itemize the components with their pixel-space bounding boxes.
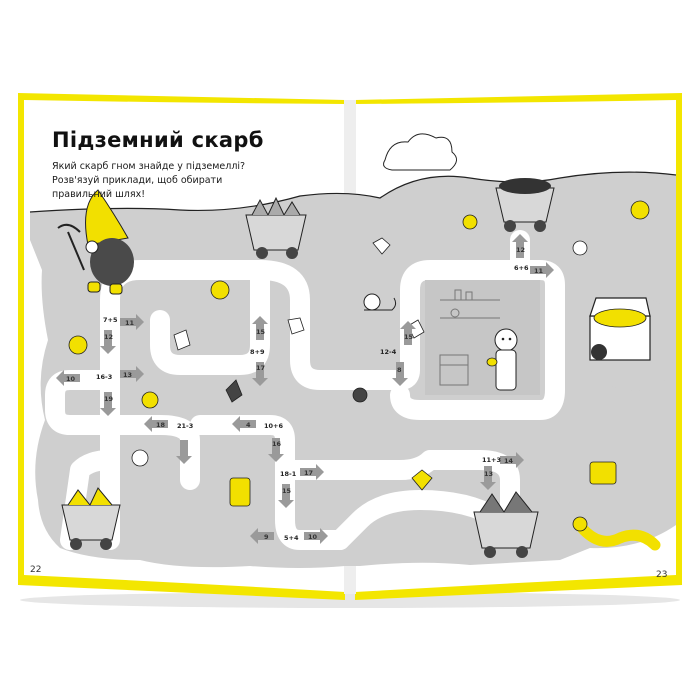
page-instructions: Який скарб гном знайде у підземеллі? Роз… bbox=[52, 161, 246, 200]
arrow-number: 13 bbox=[484, 470, 494, 478]
arrow-number: 11 bbox=[125, 319, 135, 327]
arrow-number: 13 bbox=[123, 371, 133, 379]
cart-bottom-right bbox=[473, 491, 539, 558]
cat-figure bbox=[486, 328, 518, 391]
kitchen-room bbox=[425, 280, 540, 395]
snail bbox=[363, 293, 397, 311]
book-shadow bbox=[20, 592, 680, 608]
arrow-number: 18 bbox=[156, 421, 166, 429]
treasure-chest bbox=[589, 297, 651, 361]
expression-label: 21-3 bbox=[177, 422, 194, 430]
arrow-number: 9 bbox=[264, 533, 269, 541]
arrow-number: 15 bbox=[282, 487, 292, 495]
worm bbox=[572, 516, 661, 551]
cart-top-left bbox=[245, 196, 307, 259]
tunnels bbox=[45, 230, 565, 550]
gems bbox=[68, 200, 650, 507]
arrow-number: 12 bbox=[516, 246, 526, 254]
arrow-number: 16 bbox=[272, 440, 282, 448]
arrow-number: 17 bbox=[304, 469, 314, 477]
page-number-right: 23 bbox=[656, 570, 668, 580]
page-number-left: 22 bbox=[30, 565, 42, 575]
expression-label: 11+3 bbox=[482, 456, 502, 464]
arrow-number: 12 bbox=[104, 333, 114, 341]
arrow-number: 11 bbox=[534, 267, 544, 275]
arrow-number: 10 bbox=[66, 375, 76, 383]
arrow-number: 10 bbox=[308, 533, 318, 541]
cart-bottom-left bbox=[61, 487, 121, 550]
expression-label: 18-1 bbox=[280, 470, 297, 478]
expression-label: 8+9 bbox=[250, 348, 265, 356]
arrow-number: 19 bbox=[104, 395, 114, 403]
page-title: Підземний скарб bbox=[52, 128, 264, 152]
arrow-number: 17 bbox=[256, 364, 266, 372]
gnome-figure bbox=[57, 189, 134, 295]
path-arrows bbox=[56, 234, 554, 544]
arrow-number: 15 bbox=[256, 328, 266, 336]
bush bbox=[383, 133, 457, 171]
expression-label: 12-4 bbox=[380, 348, 397, 356]
expression-label: 16-3 bbox=[96, 373, 113, 381]
arrow-number: 15 bbox=[404, 333, 414, 341]
cart-top-right bbox=[495, 178, 555, 232]
arrow-number: 8 bbox=[397, 366, 402, 374]
arrow-number: 4 bbox=[246, 421, 251, 429]
arrow-number: 14 bbox=[504, 457, 514, 465]
expression-label: 7+5 bbox=[103, 316, 118, 324]
expression-label: 10+6 bbox=[264, 422, 284, 430]
expression-label: 6+6 bbox=[514, 264, 529, 272]
expression-label: 5+4 bbox=[284, 534, 299, 542]
